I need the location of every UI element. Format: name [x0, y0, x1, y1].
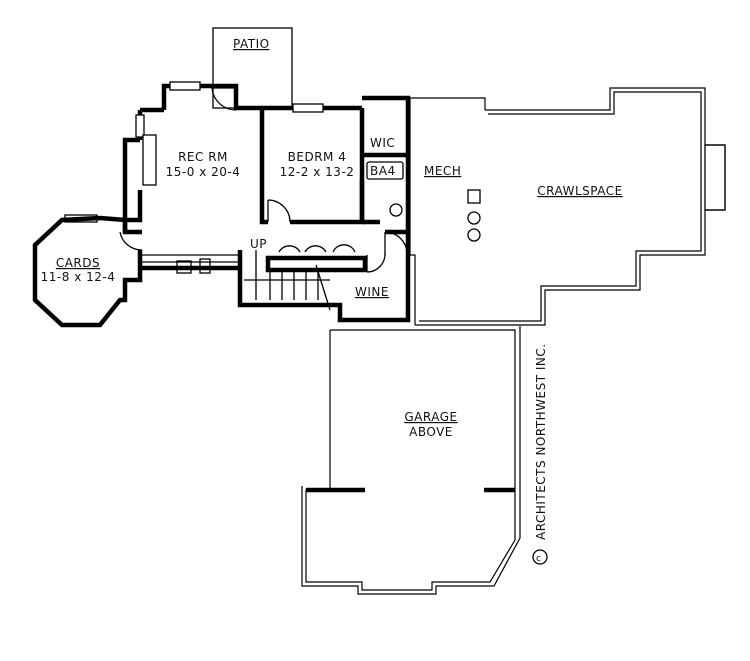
ba4-label-box [366, 161, 404, 180]
wic-bath-walls [359, 95, 411, 255]
garage-outline-inner [301, 326, 521, 595]
cards-label: CARDS [56, 256, 100, 270]
wine-label: WINE [355, 285, 389, 299]
copyright: ARCHITECTS NORTHWEST INC. [534, 343, 548, 540]
rec-rm-size: 15-0 x 20-4 [166, 165, 241, 179]
stairs-walls [237, 250, 411, 323]
bath-door [384, 231, 408, 255]
bedroom-door [267, 199, 291, 223]
wine-door [366, 253, 386, 273]
copyright-symbol: c [536, 554, 541, 564]
mech-label: MECH [424, 164, 461, 178]
garage-outline [305, 329, 516, 591]
rec-rm-label: REC RM [178, 150, 228, 164]
crawlspace-outline [415, 87, 726, 326]
garage-label: GARAGE [404, 410, 457, 424]
rec-door [119, 231, 143, 251]
mech-equipment [467, 189, 481, 242]
stairs-up-label: UP [250, 237, 267, 251]
cards-walls [32, 215, 143, 328]
copyright-text: ARCHITECTS NORTHWEST INC. [534, 343, 548, 540]
copyright-icon [532, 549, 548, 565]
wic-label: WIC [370, 136, 395, 150]
ba4-label: BA4 [370, 164, 396, 178]
toilet-icon [389, 203, 403, 217]
crawlspace-outline-inner [419, 91, 702, 322]
crawlspace-label: CRAWLSPACE [537, 184, 622, 198]
bedrm4-label: BEDRM 4 [288, 150, 347, 164]
windows [135, 81, 324, 186]
crawlspace-vent [704, 144, 726, 211]
patio-door [211, 87, 237, 111]
kitchenette-counter [142, 254, 240, 274]
cards-window [64, 214, 98, 223]
mech-walls [409, 97, 486, 325]
stair-treads [244, 250, 331, 311]
closet-doors [278, 244, 356, 253]
cards-size: 11-8 x 12-4 [41, 270, 116, 284]
garage-label-2: ABOVE [409, 425, 453, 439]
bedrm4-size: 12-2 x 13-2 [280, 165, 355, 179]
patio-label: PATIO [233, 37, 270, 51]
